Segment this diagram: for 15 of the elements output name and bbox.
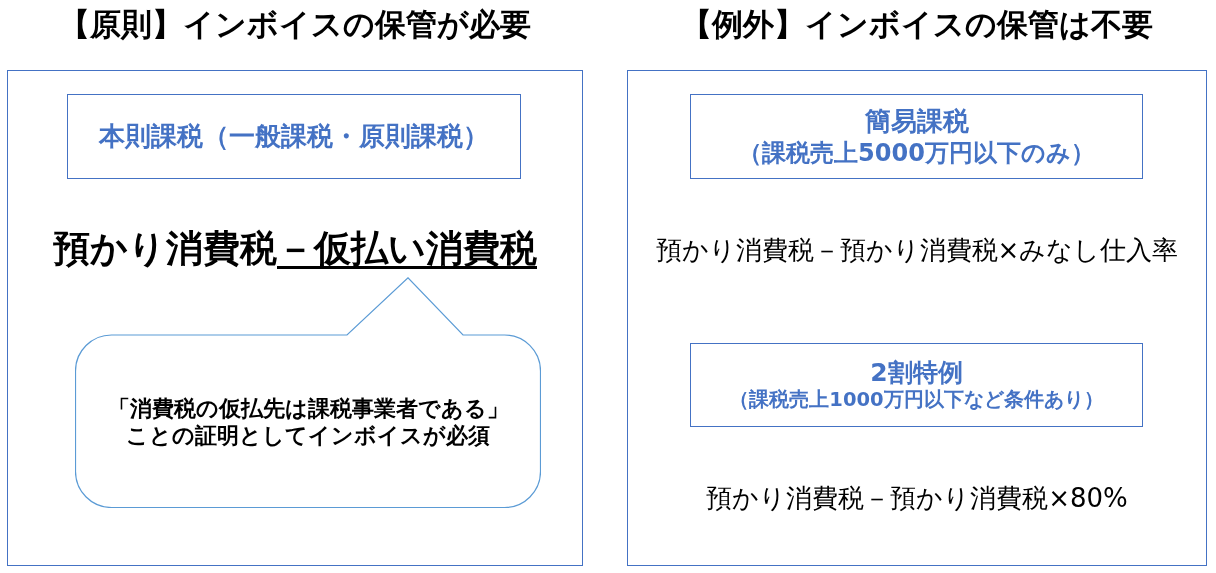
- box-note: （課税売上5000万円以下のみ）: [738, 137, 1095, 168]
- formula-text: 預かり消費税－預かり消費税×80%: [706, 482, 1128, 515]
- bubble-text: 「消費税の仮払先は課税事業者である」ことの証明としてインボイスが必須: [106, 394, 510, 449]
- speech-bubble: [75, 277, 541, 508]
- category-box: [690, 343, 1143, 427]
- category-box: [67, 94, 521, 179]
- category-box: [690, 94, 1143, 179]
- panel-heading: 【例外】インボイスの保管は不要: [680, 5, 1154, 44]
- box-note: （課税売上1000万円以下など条件あり）: [729, 388, 1104, 413]
- panel-heading: 【原則】インボイスの保管が必要: [58, 5, 532, 44]
- formula-text: 預かり消費税－仮払い消費税: [53, 226, 537, 272]
- box-heading: 本則課税（一般課税・原則課税）: [99, 120, 489, 153]
- box-heading: 簡易課税: [864, 105, 969, 138]
- formula-text: 預かり消費税－預かり消費税×みなし仕入率: [655, 234, 1179, 267]
- box-heading: 2割特例: [870, 357, 963, 389]
